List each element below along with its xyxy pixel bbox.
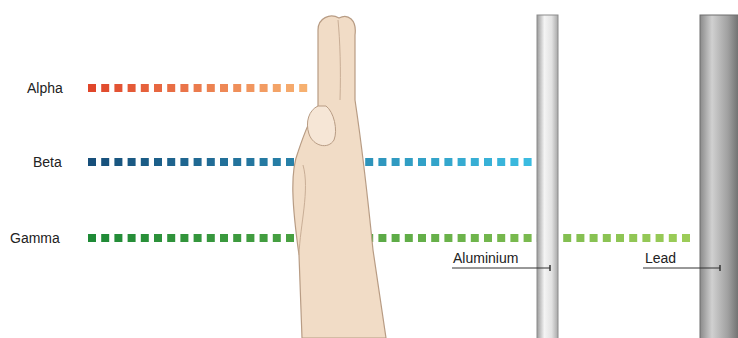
alpha-ray bbox=[114, 84, 122, 92]
gamma-ray bbox=[194, 234, 202, 242]
alpha-ray bbox=[88, 84, 96, 92]
gamma-ray bbox=[220, 234, 228, 242]
beta-ray bbox=[273, 158, 281, 166]
gamma-ray bbox=[510, 234, 518, 242]
gamma-ray bbox=[233, 234, 241, 242]
beta-ray bbox=[365, 158, 373, 166]
beta-ray bbox=[207, 158, 215, 166]
alpha-ray bbox=[128, 84, 136, 92]
gamma-ray bbox=[642, 234, 650, 242]
gamma-ray bbox=[114, 234, 122, 242]
gamma-ray bbox=[128, 234, 136, 242]
gamma-ray bbox=[246, 234, 254, 242]
alpha-ray bbox=[101, 84, 109, 92]
alpha-ray bbox=[299, 84, 307, 92]
alpha-ray bbox=[286, 84, 294, 92]
beta-ray bbox=[510, 158, 518, 166]
beta-ray bbox=[233, 158, 241, 166]
beta-ray bbox=[141, 158, 149, 166]
beta-ray bbox=[471, 158, 479, 166]
beta-ray bbox=[260, 158, 268, 166]
gamma-ray bbox=[180, 234, 188, 242]
beta-ray bbox=[378, 158, 386, 166]
beta-ray bbox=[88, 158, 96, 166]
radiation-rays bbox=[88, 84, 690, 242]
gamma-ray bbox=[484, 234, 492, 242]
beta-ray bbox=[524, 158, 532, 166]
beta-ray bbox=[286, 158, 294, 166]
beta-ray bbox=[392, 158, 400, 166]
gamma-ray bbox=[603, 234, 611, 242]
beta-ray bbox=[418, 158, 426, 166]
alpha-ray bbox=[154, 84, 162, 92]
gamma-ray bbox=[101, 234, 109, 242]
leader-tick bbox=[719, 265, 721, 271]
gamma-ray bbox=[167, 234, 175, 242]
beta-ray bbox=[167, 158, 175, 166]
gamma-ray bbox=[471, 234, 479, 242]
beta-ray bbox=[194, 158, 202, 166]
beta-ray bbox=[444, 158, 452, 166]
gamma-ray bbox=[524, 234, 532, 242]
gamma-ray bbox=[286, 234, 294, 242]
alpha-ray bbox=[167, 84, 175, 92]
gamma-ray bbox=[418, 234, 426, 242]
beta-ray bbox=[458, 158, 466, 166]
beta-ray bbox=[114, 158, 122, 166]
beta-ray bbox=[180, 158, 188, 166]
gamma-ray bbox=[629, 234, 637, 242]
beta-ray bbox=[101, 158, 109, 166]
alpha-ray bbox=[233, 84, 241, 92]
gamma-ray bbox=[141, 234, 149, 242]
material-label: Aluminium bbox=[453, 250, 518, 266]
beta-ray bbox=[246, 158, 254, 166]
alpha-ray bbox=[246, 84, 254, 92]
gamma-ray bbox=[431, 234, 439, 242]
gamma-ray bbox=[616, 234, 624, 242]
gamma-ray bbox=[669, 234, 677, 242]
gamma-ray bbox=[392, 234, 400, 242]
ray-label: Alpha bbox=[27, 80, 63, 96]
gamma-ray bbox=[497, 234, 505, 242]
gamma-ray bbox=[378, 234, 386, 242]
beta-ray bbox=[484, 158, 492, 166]
alpha-ray bbox=[260, 84, 268, 92]
material-label: Lead bbox=[645, 250, 676, 266]
lead-sheet bbox=[700, 15, 738, 338]
alpha-ray bbox=[194, 84, 202, 92]
gamma-ray bbox=[590, 234, 598, 242]
gamma-ray bbox=[563, 234, 571, 242]
ray-label: Beta bbox=[33, 154, 62, 170]
gamma-ray bbox=[260, 234, 268, 242]
gamma-ray bbox=[656, 234, 664, 242]
alpha-ray bbox=[180, 84, 188, 92]
hand bbox=[293, 16, 386, 338]
gamma-ray bbox=[576, 234, 584, 242]
gamma-ray bbox=[273, 234, 281, 242]
beta-ray bbox=[431, 158, 439, 166]
alpha-ray bbox=[220, 84, 228, 92]
alpha-ray bbox=[141, 84, 149, 92]
gamma-ray bbox=[444, 234, 452, 242]
leader-tick bbox=[549, 265, 551, 271]
ray-label: Gamma bbox=[10, 230, 60, 246]
alpha-ray bbox=[273, 84, 281, 92]
gamma-ray bbox=[154, 234, 162, 242]
gamma-ray bbox=[682, 234, 690, 242]
alpha-ray bbox=[207, 84, 215, 92]
beta-ray bbox=[497, 158, 505, 166]
leader-line bbox=[643, 268, 720, 269]
leader-line bbox=[452, 268, 550, 269]
beta-ray bbox=[154, 158, 162, 166]
beta-ray bbox=[220, 158, 228, 166]
gamma-ray bbox=[458, 234, 466, 242]
gamma-ray bbox=[405, 234, 413, 242]
beta-ray bbox=[405, 158, 413, 166]
gamma-ray bbox=[88, 234, 96, 242]
beta-ray bbox=[128, 158, 136, 166]
aluminium-sheet bbox=[537, 15, 558, 338]
gamma-ray bbox=[207, 234, 215, 242]
